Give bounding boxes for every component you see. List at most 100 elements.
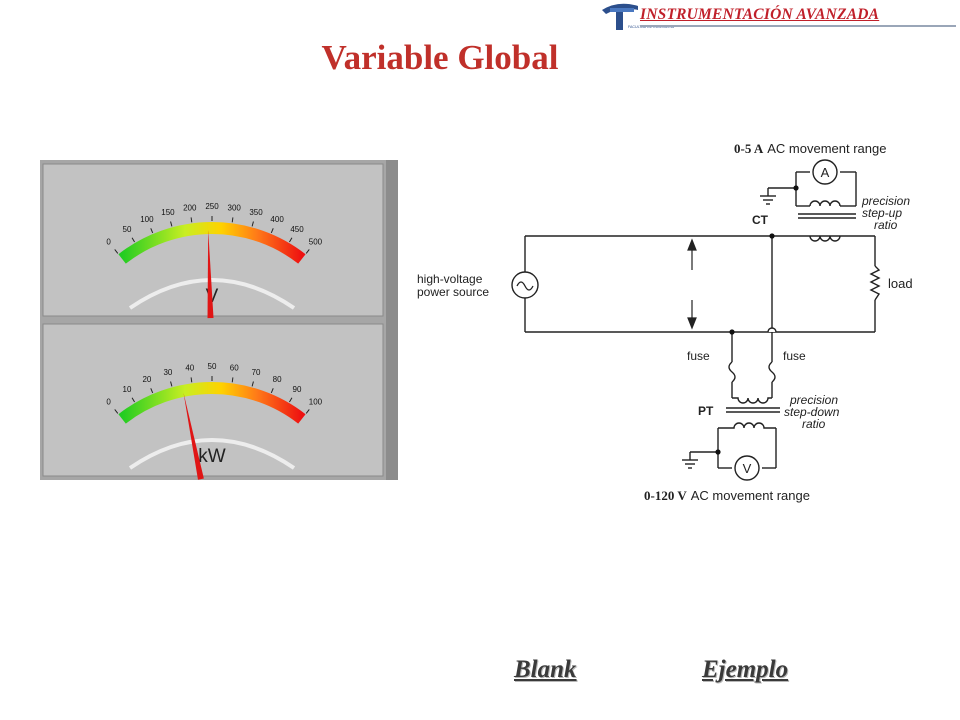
ac-source [511, 271, 539, 299]
voltage-meter: 050100150200250300350400450500V [42, 163, 384, 319]
ct-primary-coil [809, 235, 841, 242]
gauge-tick-label: 70 [252, 368, 261, 377]
gauge-needle[interactable] [183, 392, 204, 480]
gauge-needle[interactable] [207, 230, 214, 319]
ct-ground-icon [760, 195, 776, 205]
load-resistor-icon [869, 265, 881, 301]
gauge-tick-label: 400 [270, 215, 284, 224]
gauge-tick [270, 228, 274, 234]
gauge-tick [231, 377, 234, 383]
gauge-tick-label: 40 [185, 363, 194, 372]
source-label-2: power source [417, 285, 489, 299]
meters-svg: 050100150200250300350400450500V 01020304… [40, 160, 398, 480]
gauge-tick [305, 409, 310, 414]
pt-primary-coil [732, 397, 772, 404]
gauge-tick-label: 350 [249, 208, 263, 217]
junction-ct-top [769, 233, 775, 239]
slide-title: Variable Global [321, 38, 559, 77]
gauge-tick-label: 20 [142, 375, 151, 384]
meters-panel: 050100150200250300350400450500V 01020304… [40, 160, 398, 485]
gauge-tick-label: 80 [273, 375, 282, 384]
ammeter-symbol: A [821, 165, 830, 180]
pt-secondary-coil [718, 422, 776, 429]
header-rule [640, 25, 956, 27]
pt-note-1: precision [789, 393, 838, 407]
header-title: INSTRUMENTACIÓN AVANZADA [640, 6, 880, 23]
gauge-tick-label: 0 [106, 238, 111, 247]
fuse-left-icon [728, 361, 736, 383]
ammeter-icon [812, 159, 838, 185]
gauge-tick [288, 397, 293, 403]
ct-note-1: precision [861, 194, 910, 208]
gauge-tick [131, 397, 136, 403]
ammeter-range-prefix: 0-5 A [734, 141, 764, 156]
gauge-tick [231, 217, 234, 223]
pt-label: PT [698, 404, 714, 418]
voltmeter-range-prefix: 0-120 V [644, 488, 687, 503]
gauge-tick [270, 388, 274, 394]
fuse-label-left: fuse [687, 349, 710, 363]
gauge-tick [150, 388, 154, 394]
pt-note-2: step-down [784, 405, 840, 419]
gauge-tick-label: 90 [293, 385, 302, 394]
load-label: load [888, 276, 913, 291]
source-label-1: high-voltage [417, 272, 483, 286]
gauge-bezel-arc [128, 438, 296, 470]
arrowhead-down [687, 317, 697, 330]
sine-icon [516, 281, 534, 291]
pt-coils [718, 397, 780, 429]
gauge-tick-label: 250 [205, 202, 219, 211]
voltmeter-icon [734, 455, 760, 481]
gauge-tick-label: 150 [161, 208, 175, 217]
logo-stem [616, 6, 623, 30]
voltmeter-symbol: V [743, 461, 752, 476]
panel-scroll-edge[interactable] [386, 160, 398, 480]
pt-ground-icon [682, 459, 698, 469]
gauge-tick [131, 237, 136, 243]
junction-pt-left [729, 329, 735, 335]
gauge-tick [170, 221, 173, 227]
header-brand: FACULTAD DE INGENIERIA [598, 0, 958, 34]
fuse-right-icon [768, 361, 776, 383]
gauge-color-arc [118, 382, 306, 424]
gauge-tick [190, 217, 193, 223]
gauge-unit-label: kW [198, 446, 226, 467]
ammeter-range-suffix: AC movement range [767, 141, 886, 156]
gauge-tick [251, 221, 254, 227]
gauge-tick-label: 100 [140, 215, 154, 224]
circuit-svg: A V 0-5 AAC movement range 0-120 VAC mov… [417, 141, 913, 503]
gauge-face [42, 323, 384, 477]
gauge-tick-label: 300 [228, 203, 242, 212]
gauge-tick-label: 450 [290, 225, 304, 234]
gauge-tick-label: 500 [309, 238, 323, 247]
ct-coils [796, 200, 856, 242]
gauge-bezel-arc [128, 278, 296, 310]
fuse-label-right: fuse [783, 349, 806, 363]
university-logo: FACULTAD DE INGENIERIA [602, 3, 956, 30]
gauge-tick [114, 249, 119, 254]
logo-bar [610, 8, 634, 12]
pt-note-3: ratio [802, 417, 826, 431]
gauge-tick [150, 228, 154, 234]
gauge-tick [305, 249, 310, 254]
gauge-tick [114, 409, 119, 414]
gauge-tick [190, 377, 193, 383]
junction-ct-ground [793, 185, 799, 191]
ejemplo-link[interactable]: Ejemplo [702, 656, 789, 683]
wire-crossover [767, 327, 777, 333]
blank-link[interactable]: Blank [514, 656, 577, 683]
gauge-tick [170, 381, 173, 387]
gauge-tick-label: 100 [309, 398, 323, 407]
gauge-tick-label: 10 [123, 385, 132, 394]
junction-pt-ground [715, 449, 721, 455]
gauge-tick-label: 30 [163, 368, 172, 377]
gauge-tick-label: 0 [106, 398, 111, 407]
ct-note-2: step-up [862, 206, 902, 220]
ct-secondary-coil [809, 200, 841, 207]
gauge-tick-label: 60 [230, 363, 239, 372]
gauge-color-arc [118, 222, 306, 264]
